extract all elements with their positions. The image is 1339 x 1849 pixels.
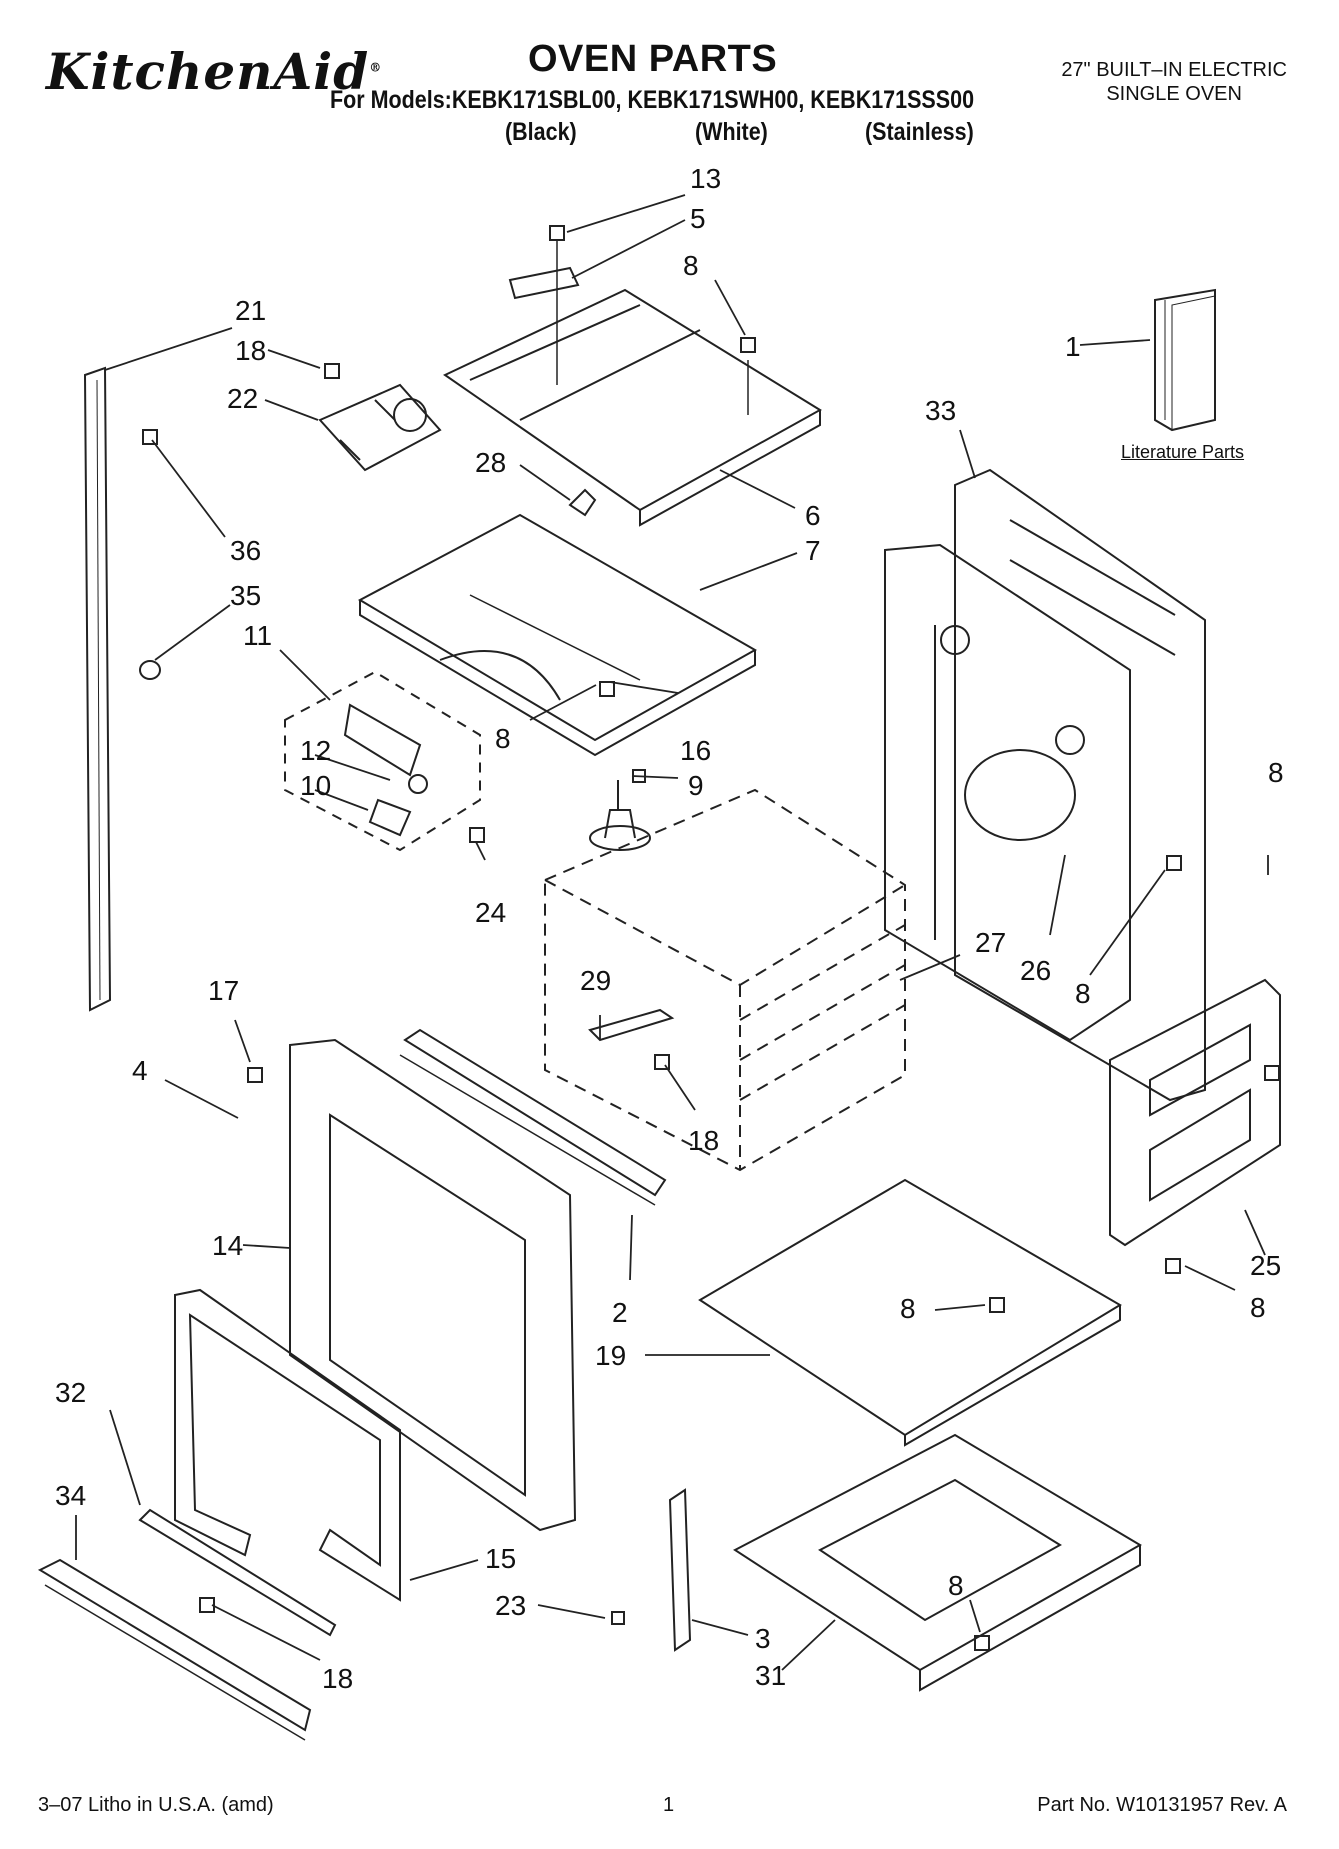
door-latch-assembly-part [318,383,442,472]
bottom-tray-part [733,1433,1142,1692]
literature-parts-label: Literature Parts [1121,442,1245,462]
callout-7: 7 [805,535,821,566]
top-cover-plate-part [443,266,822,527]
callout-35: 35 [230,580,261,611]
footer-page-number: 1 [663,1794,675,1816]
product-description: 27" BUILT–IN ELECTRIC SINGLE OVEN [1061,58,1287,106]
callout-31: 31 [755,1660,786,1691]
callout-4: 4 [132,1055,148,1086]
callout-8-center: 8 [495,723,511,754]
callout-9: 9 [688,770,704,801]
callout-leader-arrows [75,194,1269,1671]
callout-10: 10 [300,770,331,801]
trim-strip-part [399,1028,667,1206]
side-trim-rail-part [83,366,112,1012]
callout-8-rear: 8 [1075,978,1091,1009]
callout-18-center: 18 [688,1125,719,1156]
callout-33: 33 [925,395,956,426]
callout-8-right: 8 [1268,757,1284,788]
oven-cavity-part [544,788,906,1172]
callout-8-tray: 8 [948,1570,964,1601]
callout-17: 17 [208,975,239,1006]
door-gasket-part [174,1288,401,1602]
front-frame-part [289,1038,577,1532]
callout-23: 23 [495,1590,526,1621]
callout-32: 32 [55,1377,86,1408]
callout-13: 13 [690,163,721,194]
page-title: OVEN PARTS [528,38,778,80]
callout-19: 19 [595,1340,626,1371]
callout-25: 25 [1250,1250,1281,1281]
callout-18-top: 18 [235,335,266,366]
screw-heads [142,225,1280,1651]
footer-part-number: Part No. W10131957 Rev. A [1037,1794,1287,1816]
callout-5: 5 [690,203,706,234]
oven-top-shield-part [357,513,758,757]
description-line-2: SINGLE OVEN [1106,83,1242,105]
vent-grille-part [138,1508,337,1637]
literature-book-part [1154,288,1216,432]
color-label-stainless: (Stainless) [865,118,974,146]
rear-wrapper-part [954,468,1206,1102]
callout-15: 15 [485,1543,516,1574]
side-panel-part [1109,978,1281,1247]
callout-12: 12 [300,735,331,766]
callout-28: 28 [475,447,506,478]
footer-litho: 3–07 Litho in U.S.A. (amd) [38,1794,274,1816]
callout-8-side: 8 [1250,1292,1266,1323]
callout-6: 6 [805,500,821,531]
toe-kick-part [37,1558,312,1741]
callout-numbers: 13 5 8 21 18 22 1 33 28 6 7 36 35 11 12 … [55,163,1284,1694]
description-line-1: 27" BUILT–IN ELECTRIC [1061,59,1287,81]
callout-27: 27 [975,927,1006,958]
callout-14: 14 [212,1230,243,1261]
color-label-white: (White) [695,118,768,146]
brand-logo: KitchenAid® [46,42,383,101]
rear-panel-part [884,543,1131,1042]
bracket-part [668,1488,692,1652]
temperature-sensor-part [588,1008,675,1042]
vent-cone-part [589,780,651,851]
screw-shafts [556,240,749,415]
grommet-part [139,660,161,680]
callout-26: 26 [1020,955,1051,986]
callout-3: 3 [755,1623,771,1654]
color-label-black: (Black) [505,118,577,146]
sensor-part [568,488,597,517]
callout-21: 21 [235,295,266,326]
callout-24: 24 [475,897,506,928]
bottom-plate-part [698,1178,1122,1447]
callout-2: 2 [612,1297,628,1328]
callout-16: 16 [680,735,711,766]
callout-22: 22 [227,383,258,414]
callout-29: 29 [580,965,611,996]
models-line: For Models:KEBK171SBL00, KEBK171SWH00, K… [330,86,975,114]
callout-34: 34 [55,1480,86,1511]
callout-8-top: 8 [683,250,699,281]
callout-11: 11 [243,620,272,651]
callout-18-bottom: 18 [322,1663,353,1694]
callout-1: 1 [1065,331,1081,362]
callout-8-bottom: 8 [900,1293,916,1324]
light-assembly-part [284,670,481,852]
callout-36: 36 [230,535,261,566]
